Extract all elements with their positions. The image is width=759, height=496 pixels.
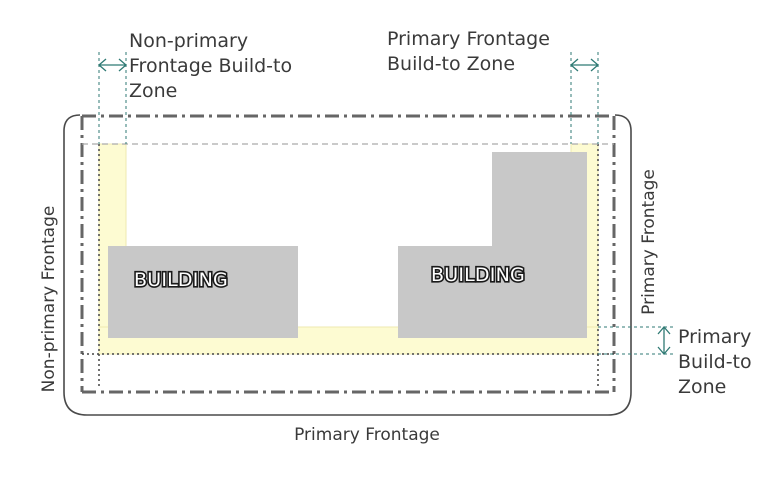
bottom-frontage-label: Primary Frontage [294,425,440,445]
nonprimary-bz-label-line1: Non-primary [129,30,248,52]
building-right-label: BUILDING [431,264,525,286]
primary-bz-right-arrow [657,326,671,355]
primary-bz-top-arrow [570,58,599,72]
left-frontage-label: Non-primary Frontage [39,206,59,393]
building-left-shape [108,246,298,338]
right-frontage-label: Primary Frontage [639,169,659,315]
building-left: BUILDING [108,246,298,338]
primary-bz-right-label-line1: Primary [678,326,751,348]
nonprimary-bz-label-line3: Zone [129,80,177,102]
property-lines [80,114,616,394]
dimension-arrows [98,58,671,355]
primary-bz-right-label-line3: Zone [678,376,726,398]
primary-bz-top-label-line1: Primary Frontage [387,28,550,50]
nonprimary-bz-label-line2: Frontage Build-to [129,55,292,77]
nonprimary-bz-arrow [98,58,127,72]
dimension-guides [98,52,676,355]
lot-outline [63,114,632,416]
setback-lines [82,144,614,386]
primary-bz-right-label-line2: Build-to [678,351,752,373]
building-left-label: BUILDING [134,269,228,291]
building-right-shape [398,152,587,338]
building-right: BUILDING [398,152,587,338]
primary-bz-top-label-line2: Build-to Zone [387,53,515,75]
